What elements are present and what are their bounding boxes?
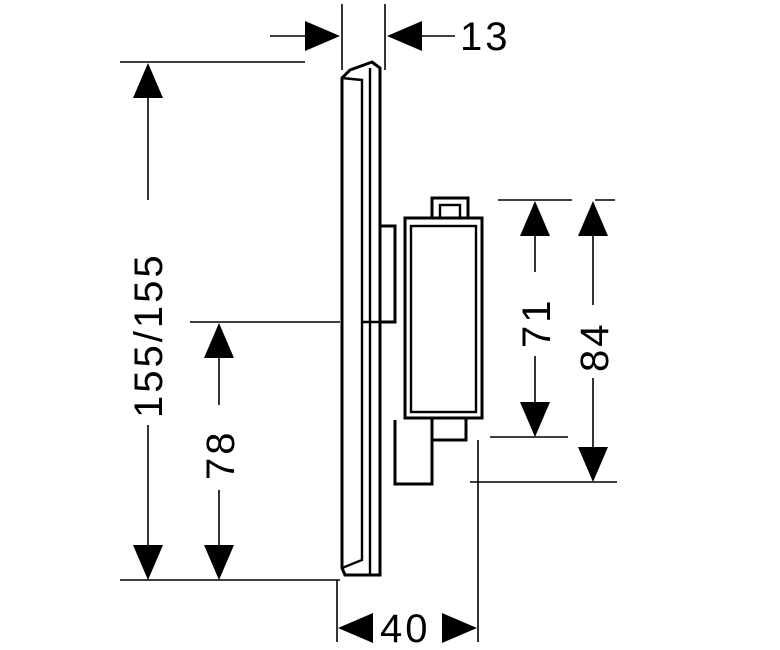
- cover-plate: [340, 60, 382, 577]
- dim-155-label: 155/155: [127, 252, 171, 418]
- dim-40: 40: [338, 607, 477, 650]
- dim-155: 155/155: [127, 63, 171, 580]
- dim-78-label: 78: [199, 430, 243, 481]
- dim-13: 13: [270, 15, 511, 59]
- mounting-flange: [380, 224, 434, 486]
- dim-40-label: 40: [380, 607, 431, 650]
- dim-71-label: 71: [515, 298, 559, 349]
- dim-78: 78: [199, 323, 243, 580]
- thermostat-body: [403, 196, 484, 442]
- dim-84-label: 84: [573, 322, 617, 373]
- extension-lines: [120, 4, 617, 642]
- dim-13-label: 13: [460, 15, 511, 59]
- dim-84: 84: [573, 201, 617, 482]
- dim-71: 71: [515, 201, 559, 437]
